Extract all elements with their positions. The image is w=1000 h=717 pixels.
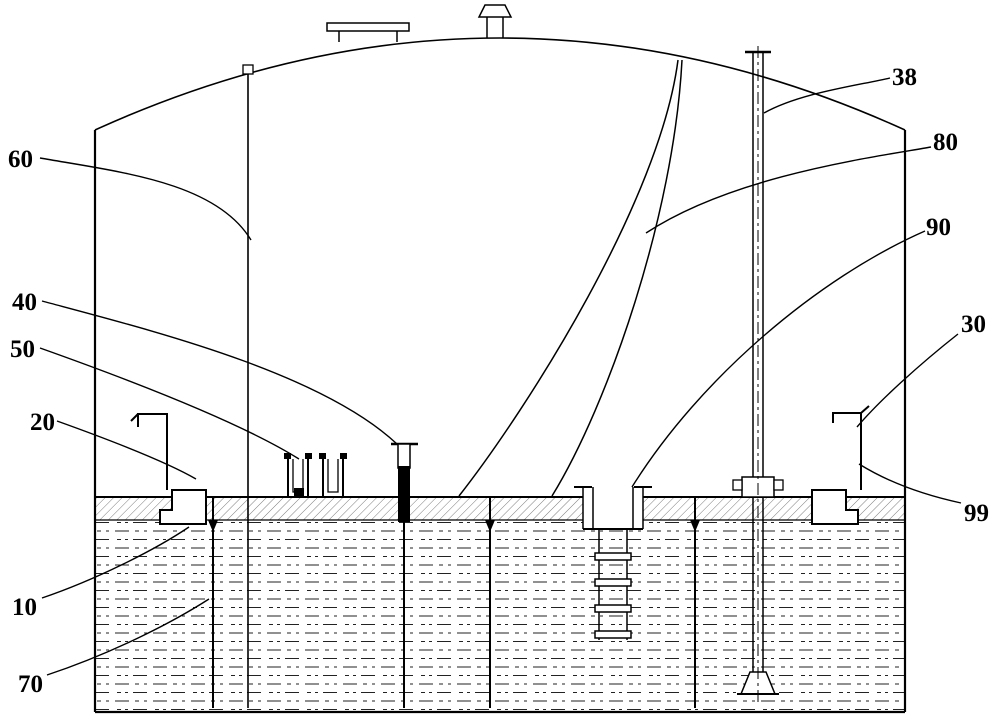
- ladder-rung: [594, 630, 632, 639]
- central-well: [574, 486, 652, 530]
- label-40: 40: [12, 289, 37, 316]
- leader-99: [858, 463, 962, 504]
- down-arrow: [485, 520, 495, 532]
- floating-deck: [95, 496, 905, 521]
- dome-roof: [94, 37, 906, 131]
- left-seal-shoe: [159, 489, 207, 525]
- label-99: 99: [964, 500, 989, 527]
- leader-40: [41, 300, 398, 445]
- label-38: 38: [892, 64, 917, 91]
- roof-vent-cap: [477, 4, 513, 38]
- deck-hatch-band: [95, 498, 905, 520]
- leader-38: [763, 77, 891, 114]
- leader-20: [56, 420, 197, 480]
- well-ladder: [594, 529, 632, 640]
- level-gauge: [391, 442, 418, 708]
- guide-pole: [242, 64, 254, 708]
- leader-30: [856, 333, 959, 428]
- leader-10: [41, 526, 190, 599]
- leader-lines: [39, 77, 962, 676]
- stored-liquid: [95, 521, 905, 712]
- right-seal-shoe: [811, 489, 859, 525]
- gauge-pipe: [732, 46, 784, 703]
- deck-clamp-fittings: [284, 453, 347, 498]
- label-10: 10: [12, 594, 37, 621]
- label-70: 70: [18, 671, 43, 698]
- ladder-rung: [594, 552, 632, 561]
- leader-80: [645, 146, 932, 234]
- down-arrow: [690, 520, 700, 532]
- deck-support-legs: [208, 497, 700, 708]
- roof-manhole-nozzle: [326, 22, 410, 42]
- right-rim-seal: [811, 405, 870, 525]
- left-rim-seal: [130, 413, 207, 525]
- label-90: 90: [926, 214, 951, 241]
- leader-50: [39, 347, 300, 460]
- leader-90: [631, 230, 926, 488]
- label-20: 20: [30, 409, 55, 436]
- down-arrow: [208, 520, 218, 532]
- reference-labels: 60 38 80 90 30 99 40 50 20 10 70: [8, 64, 989, 698]
- leader-70: [46, 598, 210, 676]
- label-30: 30: [961, 311, 986, 338]
- suspension-cable: [458, 59, 683, 497]
- left-deck-bracket: [130, 413, 168, 490]
- right-deck-bracket: [832, 405, 870, 490]
- guide-pole-roof-fitting: [242, 64, 254, 75]
- ladder-rung: [594, 578, 632, 587]
- leader-60: [39, 157, 252, 241]
- gauge-float: [398, 466, 410, 522]
- label-50: 50: [10, 336, 35, 363]
- ladder-rung: [594, 604, 632, 613]
- label-80: 80: [933, 129, 958, 156]
- tank-shell: [93, 37, 907, 714]
- label-60: 60: [8, 146, 33, 173]
